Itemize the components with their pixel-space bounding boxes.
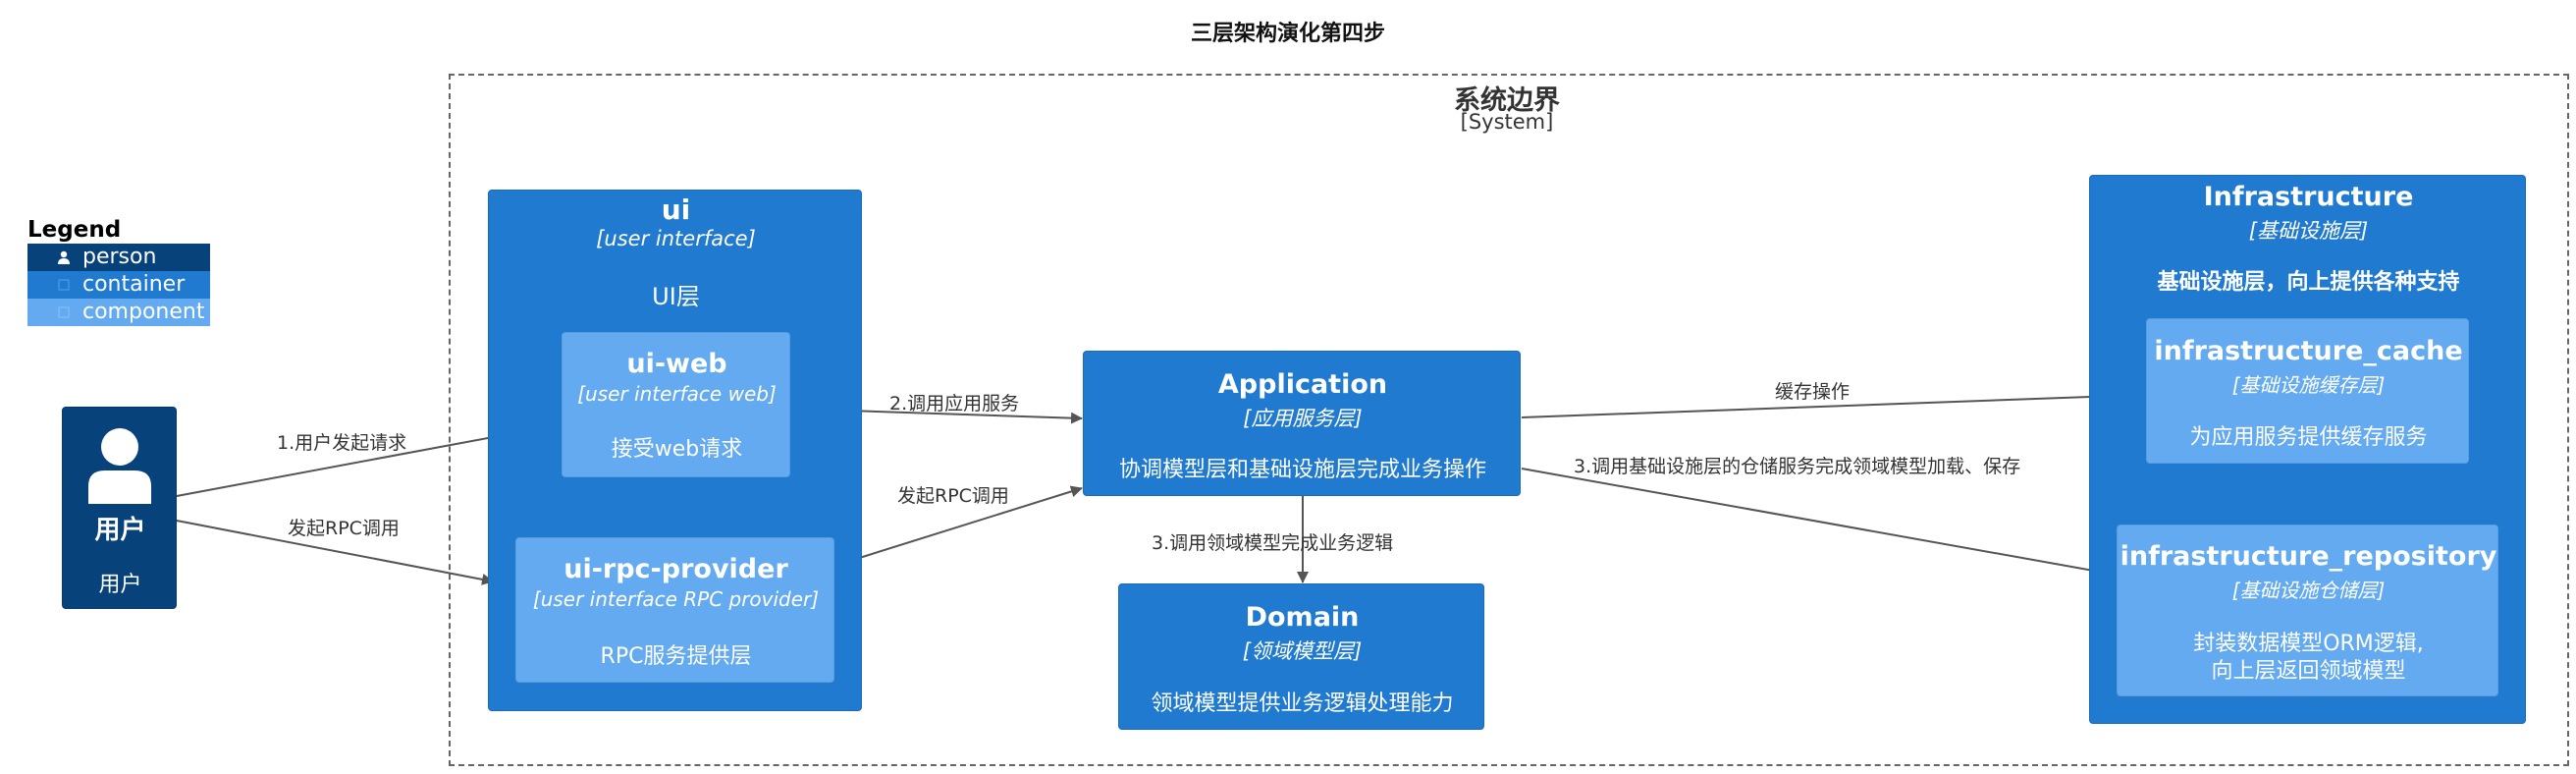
person-user: 用户 用户: [62, 407, 177, 609]
component-name: infrastructure_repository: [2120, 541, 2497, 572]
diagram-title: 三层架构演化第四步: [1190, 22, 1385, 46]
person-icon: [88, 428, 151, 504]
system-boundary: [449, 74, 2569, 766]
container-tech: [基础设施层]: [2248, 219, 2369, 243]
container-tech: [领域模型层]: [1242, 639, 1363, 663]
container-description: 领域模型提供业务逻辑处理能力: [1151, 691, 1454, 716]
component-description: 为应用服务提供缓存服务: [2189, 425, 2428, 450]
component-ui-web: ui-web [user interface web] 接受web请求: [562, 332, 790, 477]
container-application: Application [应用服务层] 协调模型层和基础设施层完成业务操作: [1083, 351, 1521, 496]
component-tech: [基础设施缓存层]: [2231, 373, 2386, 397]
container-domain: Domain [领域模型层] 领域模型提供业务逻辑处理能力: [1118, 583, 1484, 730]
arrow-label-app-to-domain: 3.调用领域模型完成业务逻辑: [1152, 532, 1394, 554]
legend-label-person: person: [82, 245, 157, 269]
component-description-line2: 向上层返回领域模型: [2211, 659, 2406, 684]
component-tech: [user interface web]: [577, 382, 777, 406]
component-name: ui-rpc-provider: [564, 554, 788, 584]
arrow-app-to-cache: [1521, 389, 2145, 418]
arrow-label-user-to-web: 1.用户发起请求: [277, 432, 407, 454]
legend-label-container: container: [82, 272, 186, 297]
arrow-label-app-to-cache: 缓存操作: [1775, 381, 1851, 403]
container-description: 基础设施层，向上提供各种支持: [2157, 270, 2460, 295]
component-ui-rpc-provider: ui-rpc-provider [user interface RPC prov…: [515, 537, 834, 683]
boundary-type: [System]: [1460, 110, 1554, 134]
legend-label-component: component: [82, 300, 205, 324]
legend-title: Legend: [27, 217, 122, 243]
arrow-app-to-repo: [1521, 468, 2117, 579]
person-icon: [58, 250, 70, 264]
arrow-label-app-to-repo: 3.调用基础设施层的仓储服务完成领域模型加载、保存: [1574, 456, 2021, 477]
component-tech: [基础设施仓储层]: [2231, 579, 2386, 602]
component-description-line1: 封装数据模型ORM逻辑,: [2193, 632, 2424, 656]
component-infrastructure-cache: infrastructure_cache [基础设施缓存层] 为应用服务提供缓存…: [2146, 318, 2469, 464]
legend-item-container: container: [27, 271, 210, 299]
container-tech: [应用服务层]: [1243, 407, 1363, 430]
container-name: Domain: [1245, 602, 1360, 633]
container-description: UI层: [652, 283, 700, 310]
container-icon: [58, 279, 70, 291]
container-tech: [user interface]: [596, 227, 756, 250]
arrow-rpc-to-app: [836, 485, 1083, 566]
component-infrastructure-repository: infrastructure_repository [基础设施仓储层] 封装数据…: [2117, 525, 2498, 696]
component-tech: [user interface RPC provider]: [532, 587, 820, 611]
component-description: RPC服务提供层: [600, 644, 752, 669]
legend: Legend person container component: [27, 216, 210, 326]
arrow-label-web-to-app: 2.调用应用服务: [889, 393, 1020, 415]
component-description: 接受web请求: [611, 437, 743, 462]
boundary-name: 系统边界: [1454, 85, 1560, 116]
person-description: 用户: [98, 573, 142, 597]
person-name: 用户: [94, 516, 146, 545]
component-name: infrastructure_cache: [2154, 336, 2463, 366]
container-name: Infrastructure: [2203, 182, 2414, 212]
container-name: Application: [1217, 369, 1388, 400]
arrow-label-user-to-rpc: 发起RPC调用: [288, 518, 400, 539]
legend-item-component: component: [27, 299, 210, 326]
legend-item-person: person: [27, 244, 210, 271]
component-name: ui-web: [626, 349, 727, 379]
container-name: ui: [661, 194, 691, 226]
arrow-label-rpc-to-app: 发起RPC调用: [897, 485, 1009, 507]
arrow-user-to-rpc: [176, 520, 494, 585]
container-description: 协调模型层和基础设施层完成业务操作: [1118, 458, 1486, 482]
component-icon: [58, 306, 70, 318]
